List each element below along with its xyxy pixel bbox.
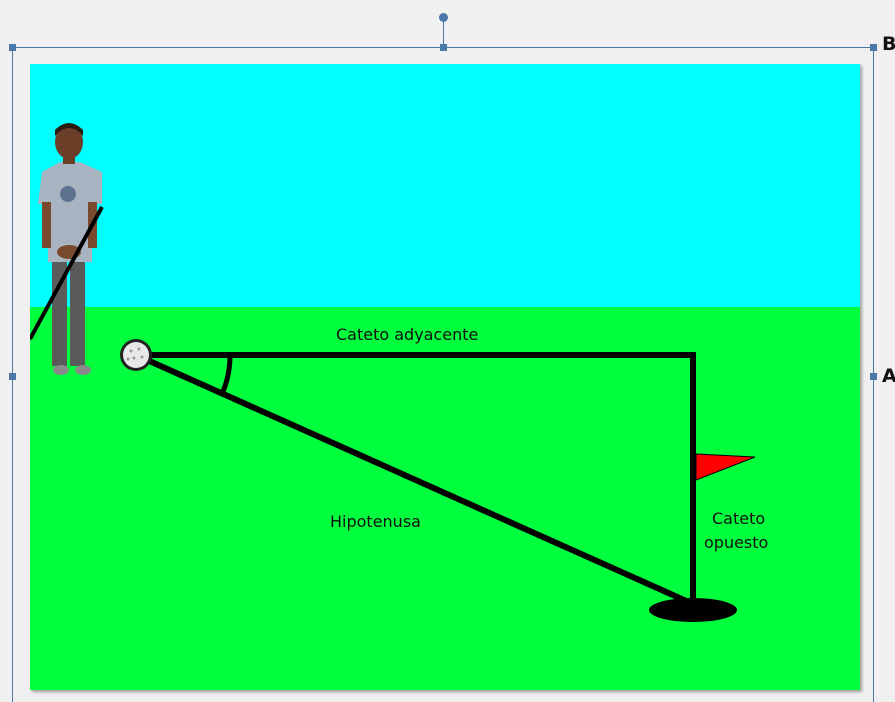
resize-handle-top-left[interactable] xyxy=(9,44,16,51)
resize-handle-middle-right[interactable] xyxy=(870,373,877,380)
flag-icon xyxy=(695,453,756,481)
resize-handle-top-center[interactable] xyxy=(440,44,447,51)
label-hypotenuse: Hipotenusa xyxy=(330,512,421,531)
resize-handle-top-right[interactable] xyxy=(870,44,877,51)
golf-club xyxy=(30,206,104,340)
label-opposite-line2: opuesto xyxy=(704,533,768,552)
edge-letter-a: A xyxy=(882,365,895,387)
label-adjacent: Cateto adyacente xyxy=(336,325,478,344)
rotate-handle-icon[interactable] xyxy=(439,13,448,22)
hole-icon xyxy=(649,598,737,622)
triangle-diagram: Cateto adyacente Hipotenusa Cateto opues… xyxy=(30,64,860,690)
rotation-handle-stem xyxy=(443,18,444,47)
golf-triangle-image[interactable]: Cateto adyacente Hipotenusa Cateto opues… xyxy=(30,64,860,690)
resize-handle-middle-left[interactable] xyxy=(9,373,16,380)
golf-ball-icon xyxy=(120,339,152,371)
sky-area xyxy=(30,64,860,307)
angle-arc xyxy=(219,355,233,396)
hypotenuse-line xyxy=(134,352,695,607)
label-opposite-line1: Cateto xyxy=(712,509,765,528)
edge-letter-b: B xyxy=(882,33,895,55)
